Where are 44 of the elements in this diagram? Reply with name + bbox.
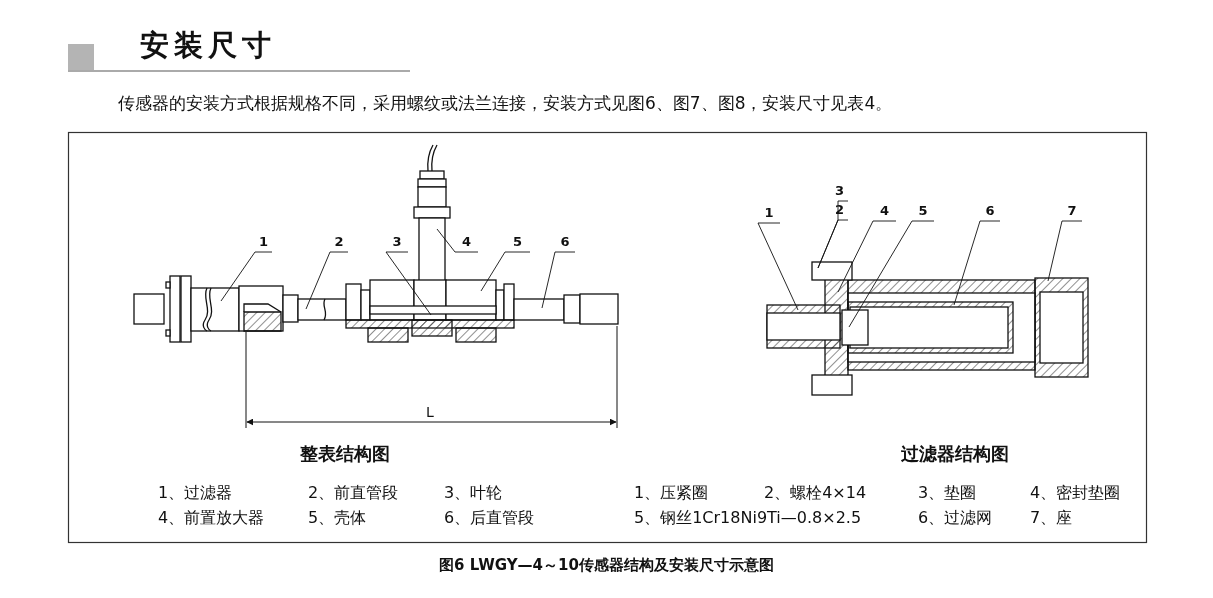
figure-caption: 图6 LWGY—4～10传感器结构及安装尺寸示意图 <box>438 556 775 575</box>
part-list-item: 6、后直管段 <box>444 508 535 529</box>
part-list-item: 4、密封垫圈 <box>1030 483 1121 504</box>
leader-line <box>757 222 799 311</box>
part-list-item: 5、钢丝1Cr18Ni9Ti—0.8×2.5 <box>634 508 862 529</box>
part-list-item: 1、压紧圈 <box>634 483 709 504</box>
callout-number: 1 <box>758 204 780 222</box>
leader-line <box>837 220 897 293</box>
section-title: 安装尺寸 <box>140 27 276 64</box>
leader-line <box>480 251 531 292</box>
part-list-item: 1、过滤器 <box>158 483 233 504</box>
part-list-item: 5、壳体 <box>308 508 367 529</box>
callout-number: 2 <box>831 201 848 219</box>
callout-number: 3 <box>831 182 848 200</box>
callout-number: 1 <box>255 233 272 251</box>
part-list-item: 6、过滤网 <box>918 508 993 529</box>
leader-line <box>220 251 273 302</box>
leader-line <box>385 251 432 316</box>
callout-number: 4 <box>873 202 896 220</box>
part-list-item: 2、前直管段 <box>308 483 399 504</box>
callout-number: 6 <box>555 233 575 251</box>
leader-line <box>436 228 479 253</box>
leader-line <box>1047 220 1083 282</box>
callout-number: 5 <box>505 233 530 251</box>
callout-number: 7 <box>1062 202 1082 220</box>
part-list-item: 2、螺栓4×14 <box>764 483 867 504</box>
leader-line <box>541 251 576 309</box>
leader-line <box>848 220 935 328</box>
leader-line <box>305 251 349 310</box>
callout-number: 2 <box>330 233 348 251</box>
callout-number: 4 <box>455 233 478 251</box>
leader-line <box>953 220 1001 306</box>
part-list-item: 7、座 <box>1030 508 1073 529</box>
callout-number: 5 <box>912 202 934 220</box>
part-list-item: 4、前置放大器 <box>158 508 265 529</box>
dimension-label: L <box>425 404 435 420</box>
intro-paragraph: 传感器的安装方式根据规格不同，采用螺纹或法兰连接，安装方式见图6、图7、图8，安装尺寸见表4。 <box>118 92 893 115</box>
callout-number: 3 <box>386 233 408 251</box>
drawing-title: 过滤器结构图 <box>900 442 1010 466</box>
part-list-item: 3、叶轮 <box>444 483 503 504</box>
part-list-item: 3、垫圈 <box>918 483 977 504</box>
leader-line <box>817 219 849 269</box>
callout-number: 6 <box>980 202 1000 220</box>
drawing-title: 整表结构图 <box>299 442 391 466</box>
